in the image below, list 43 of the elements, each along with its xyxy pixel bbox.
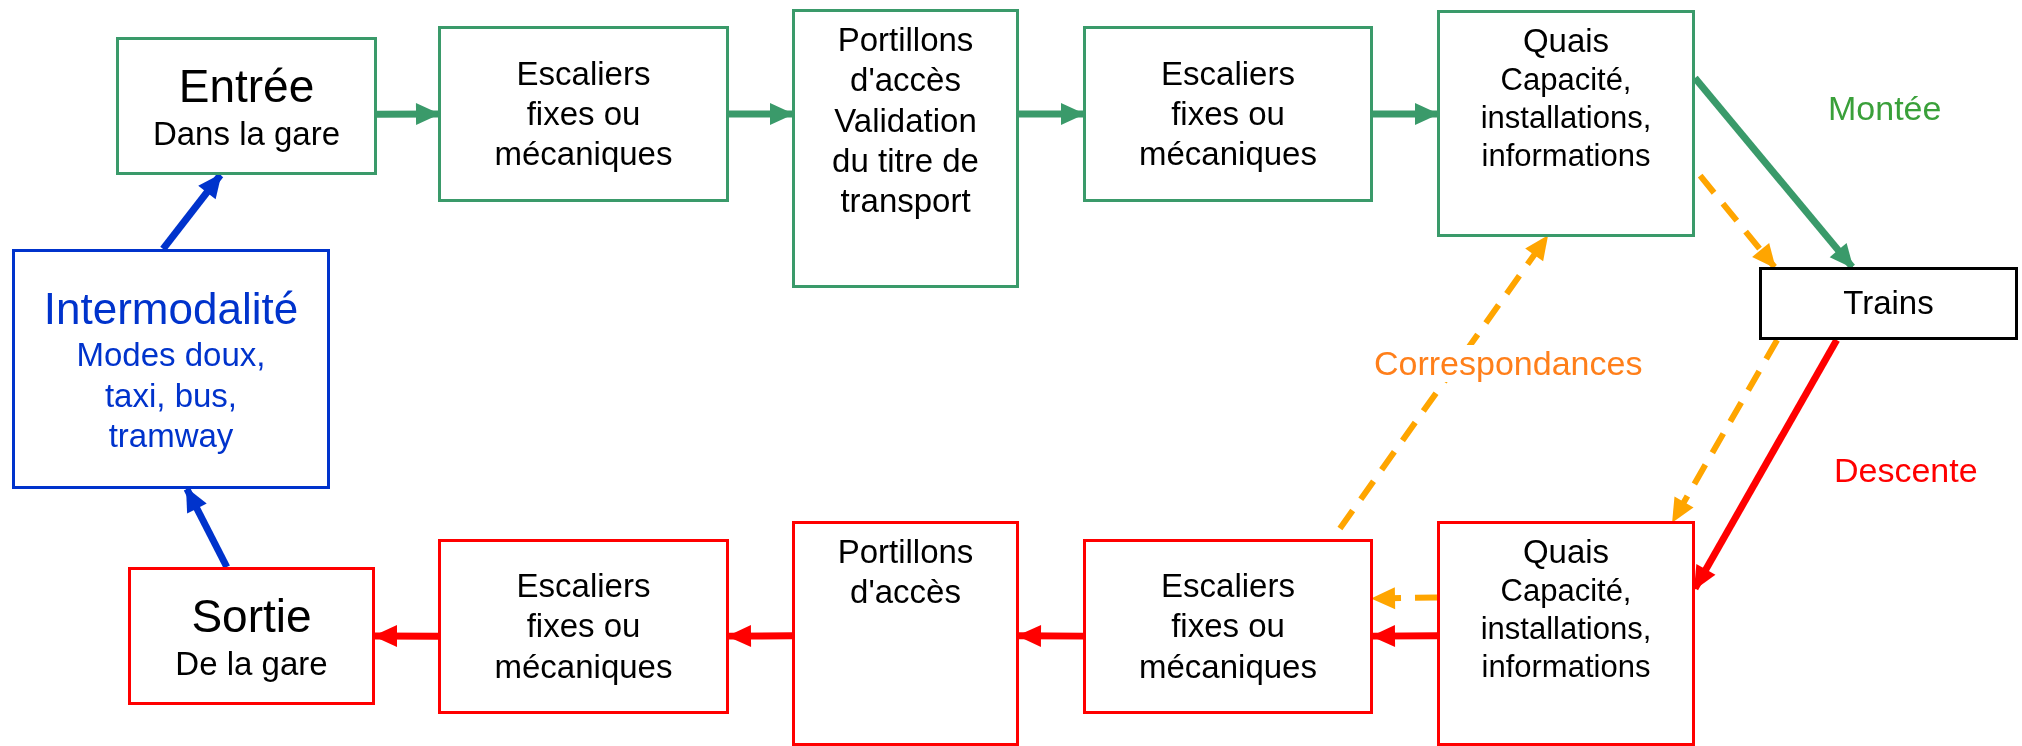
box-text: Capacité, installations, informations — [1479, 572, 1653, 686]
arrow — [727, 625, 793, 647]
dashed-arrow — [1697, 173, 1777, 269]
process-box — [12, 249, 330, 489]
arrow — [1373, 103, 1439, 125]
process-box — [792, 521, 1019, 746]
process-box — [1083, 26, 1373, 202]
arrow — [1019, 102, 1085, 125]
arrow — [373, 625, 438, 648]
box-title: Entrée — [178, 58, 315, 114]
arrow — [729, 102, 794, 125]
box-text: Escaliers fixes ou mécaniques — [493, 566, 674, 687]
box-text: De la gare — [175, 643, 328, 684]
box-title: Quais — [1522, 21, 1610, 61]
box-title: Intermodalité — [43, 282, 299, 335]
box-title: Portillons d'accès — [836, 20, 975, 101]
box-text: Trains — [1843, 283, 1934, 324]
dashed-arrow — [1371, 587, 1438, 610]
dashed-arrow — [1670, 338, 1780, 523]
process-box — [792, 9, 1019, 288]
box-text: Validation du titre de transport — [831, 100, 980, 221]
dashed-arrow — [1337, 235, 1550, 531]
process-box — [116, 37, 377, 175]
arrow — [1371, 625, 1438, 647]
box-text: Escaliers fixes ou mécaniques — [493, 53, 674, 175]
arrow — [1017, 624, 1084, 647]
process-box — [438, 539, 729, 714]
box-text: Escaliers fixes ou mécaniques — [1138, 53, 1318, 175]
process-box — [438, 26, 729, 202]
arrow — [183, 487, 230, 569]
process-box — [1759, 267, 2018, 340]
process-box — [1083, 539, 1373, 714]
box-text: Dans la gare — [152, 113, 341, 154]
box-text: Portillons d'accès — [836, 532, 975, 613]
process-box — [1437, 521, 1695, 746]
box-text: Modes doux, taxi, bus, tramway — [75, 335, 267, 456]
box-title: Quais — [1522, 532, 1610, 572]
process-box — [1437, 10, 1695, 237]
arrow — [377, 103, 440, 126]
box-text: Escaliers fixes ou mécaniques — [1138, 566, 1318, 687]
box-text: Capacité, installations, informations — [1479, 61, 1653, 175]
box-title: Sortie — [191, 588, 312, 644]
process-box — [128, 567, 375, 705]
